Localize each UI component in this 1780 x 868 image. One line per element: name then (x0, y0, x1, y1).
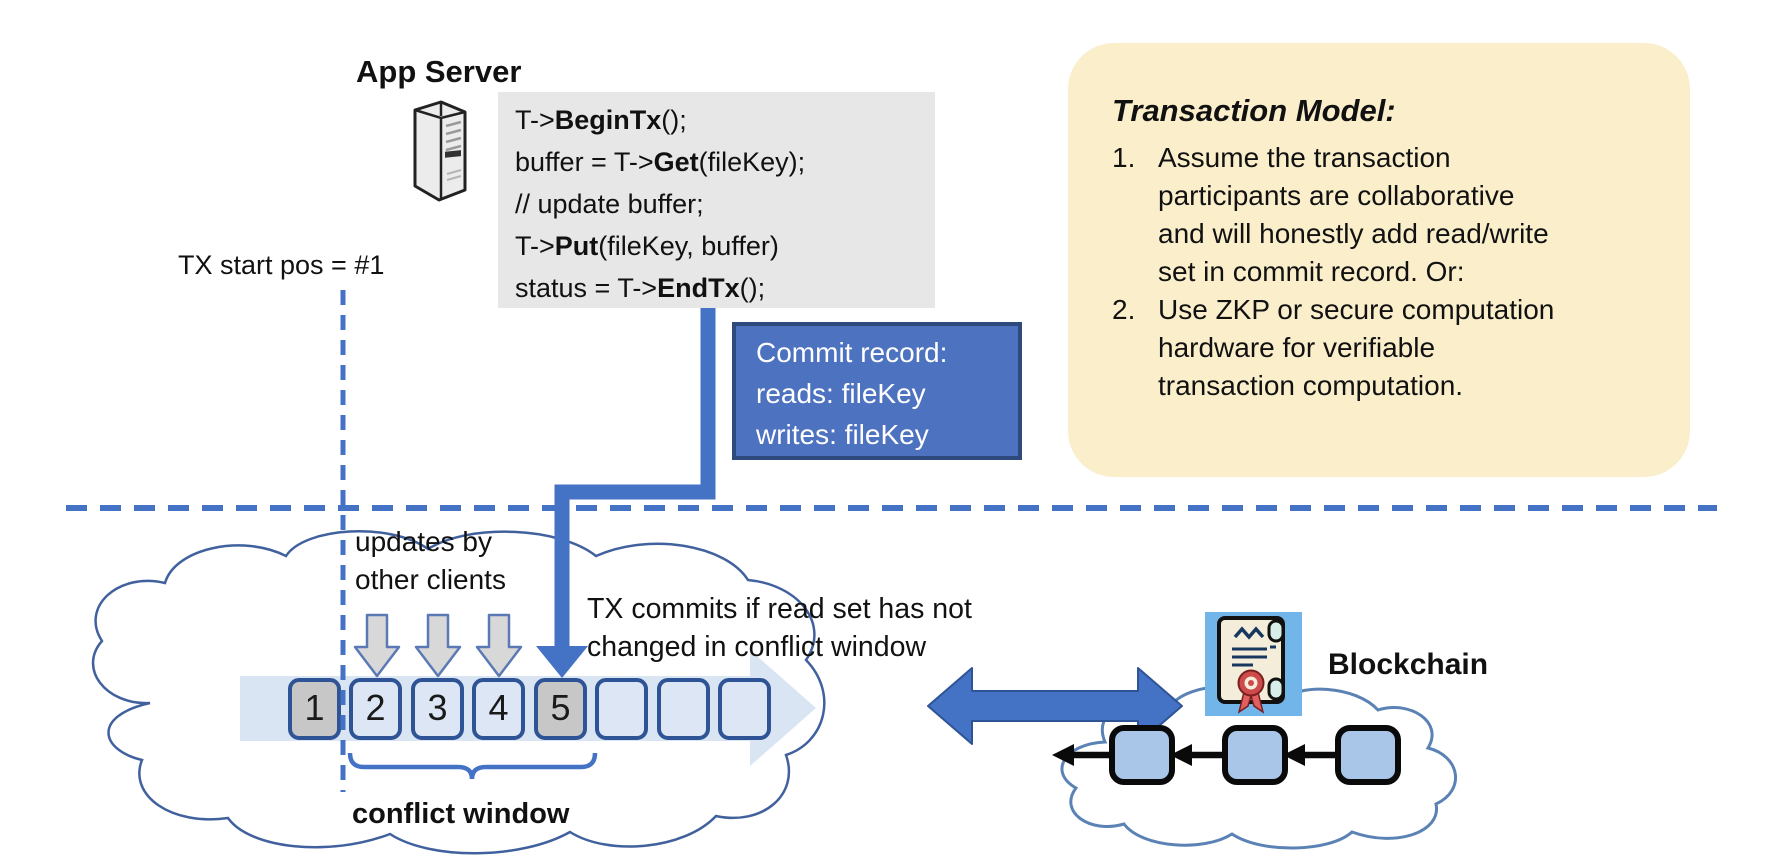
item-number: 1. (1112, 142, 1136, 173)
conflict-window-label: conflict window (352, 798, 570, 830)
timeline-block: 1 (288, 678, 341, 740)
commit-connector-arrow (554, 300, 716, 650)
conflict-window-brace (347, 752, 598, 780)
code-line: T->Put(fileKey, buffer) (515, 231, 779, 261)
text-line: reads: fileKey (756, 378, 926, 409)
text-line: other clients (355, 564, 506, 595)
text-line: Commit record: (756, 337, 948, 368)
chain-block (1335, 725, 1401, 785)
update-arrow-icon (353, 613, 401, 678)
chain-block (1222, 725, 1288, 785)
chain-block (1109, 725, 1175, 785)
text-line: TX commits if read set has not (587, 593, 972, 625)
update-arrow-icons (353, 613, 523, 678)
code-line: buffer = T->Get(fileKey); (515, 147, 806, 177)
server-icon (413, 100, 467, 202)
code-block: T->BeginTx(); buffer = T->Get(fileKey); //… (498, 92, 935, 308)
timeline-block: 5 (534, 678, 587, 740)
chain-link-arrowhead (1170, 744, 1192, 766)
code-line: // update buffer; (515, 189, 704, 219)
transaction-model-title: Transaction Model: (1112, 93, 1396, 128)
updates-label: updates by other clients (355, 523, 506, 599)
app-server-label: App Server (356, 54, 522, 89)
chain-link-arrowhead (1052, 744, 1074, 766)
blockchain-label: Blockchain (1328, 648, 1489, 681)
timeline-block (657, 678, 710, 740)
timeline-block: 3 (411, 678, 464, 740)
text-line: changed in conflict window (587, 631, 927, 663)
timeline-block: 2 (349, 678, 402, 740)
text-line: updates by (355, 526, 492, 557)
timeline-block: 4 (472, 678, 525, 740)
tx-start-label: TX start pos = #1 (178, 250, 385, 280)
chain-link-arrowhead (1283, 744, 1305, 766)
item-number: 2. (1112, 294, 1136, 325)
chain (1052, 725, 1401, 785)
code-line: status = T->EndTx(); (515, 273, 766, 303)
update-arrow-icon (475, 613, 523, 678)
code-line: T->BeginTx(); (515, 105, 687, 135)
commit-record-box: Commit record: reads: fileKey writes: file… (732, 322, 1022, 460)
commit-note: TX commits if read set has not changed in… (587, 590, 972, 666)
sync-double-arrow (927, 667, 1183, 745)
text-line: writes: fileKey (756, 419, 929, 450)
smart-contract-icon (1205, 612, 1302, 716)
transaction-model-panel: Transaction Model: 1. Assume the transact… (1068, 43, 1690, 477)
timeline-block (595, 678, 648, 740)
commit-connector-arrowhead (536, 646, 588, 678)
update-arrow-icon (414, 613, 462, 678)
timeline-block (718, 678, 771, 740)
